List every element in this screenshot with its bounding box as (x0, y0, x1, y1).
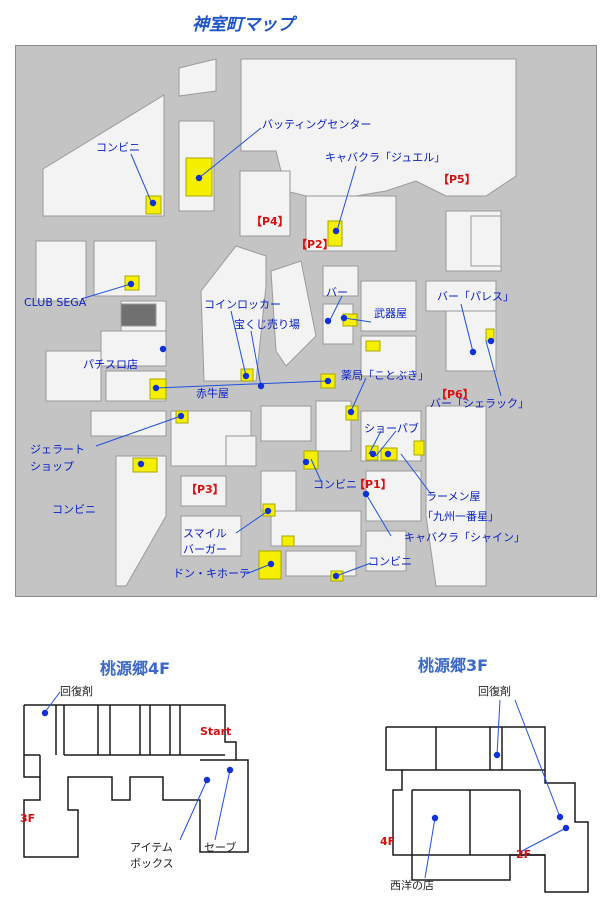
label-parking-p1: 【P1】 (354, 478, 392, 491)
building (315, 400, 352, 452)
building (470, 215, 502, 267)
building (115, 455, 167, 587)
building (200, 245, 267, 382)
kamurocho-map: バッティングセンター コンビニ キャバクラ「ジュエル」 【P5】 【P4】 【P… (15, 45, 597, 597)
tougen-3f-label-2f: 2F (516, 848, 532, 861)
label-conbini-2: コンビニ (52, 503, 96, 516)
tougen-4f-label-kaifuku: 回復剤 (60, 685, 93, 698)
label-akaushi: 赤牛屋 (196, 387, 229, 400)
tougen-3f-label-kaifuku: 回復剤 (478, 685, 511, 698)
kamurocho-map-graphics (35, 58, 517, 587)
building (45, 350, 102, 402)
label-batting-center: バッティングセンター (262, 118, 372, 131)
label-smile-line-1: スマイル (183, 527, 227, 540)
building (180, 515, 242, 557)
building (225, 435, 257, 467)
label-ramen-line-2: 「九州一番星」 (422, 510, 499, 523)
label-coin-locker: コインロッカー (204, 298, 281, 311)
building (425, 405, 487, 587)
label-parking-p4: 【P4】 (251, 215, 289, 228)
label-bar: バー (326, 286, 348, 299)
building (360, 280, 417, 332)
building (285, 550, 357, 577)
label-showpub: ショーパブ (364, 422, 419, 435)
building (90, 410, 167, 437)
tougen-4f-label-save: セーブ (204, 841, 237, 854)
label-gelato-line-1: ジェラート (30, 443, 85, 456)
shop-batting (185, 157, 213, 197)
building (365, 530, 407, 572)
label-pachislot: パチスロ店 (83, 358, 138, 371)
tougen-4f-label-start: Start (200, 725, 232, 738)
label-gelato-line-2: ショップ (30, 460, 74, 473)
label-parking-p2: 【P2】 (296, 238, 334, 251)
label-ramen-line-1: ラーメン屋 (426, 490, 481, 503)
tougen-4f-label-item-box-2: ボックス (130, 857, 174, 870)
tougen-3f-label-seiyou: 西洋の店 (390, 879, 434, 892)
tougen-3f-label-4f: 4F (380, 835, 396, 848)
label-bar-chelaque: バー「シェラック」 (430, 397, 529, 410)
shop-showpub-2 (413, 440, 425, 456)
label-conbini-1: コンビニ (96, 141, 140, 154)
tougen-3f-title: 桃源郷3F (418, 656, 489, 675)
label-parking-p5: 【P5】 (438, 173, 476, 186)
tougen-4f-title: 桃源郷4F (100, 659, 171, 678)
shop-donki-2 (281, 535, 295, 547)
label-kyabakura-jewel: キャバクラ「ジュエル」 (325, 151, 446, 164)
label-conbini-4: コンビニ (368, 555, 412, 568)
building (35, 240, 87, 302)
label-takarakuji: 宝くじ売り場 (234, 318, 300, 331)
building (42, 94, 165, 217)
label-conbini-3: コンビニ (313, 478, 357, 491)
dark-building (120, 303, 157, 327)
shop-yakkyoku-2 (365, 340, 381, 352)
label-parking-p6: 【P6】 (436, 388, 474, 401)
label-parking-p3: 【P3】 (186, 483, 224, 496)
label-club-sega: CLUB SEGA (24, 296, 87, 309)
building (270, 260, 317, 367)
building (240, 58, 517, 202)
building (260, 405, 312, 442)
tougen-4f-label-3f: 3F (20, 812, 36, 825)
tougen-4f-label-item-box-1: アイテム (130, 841, 173, 854)
building (239, 170, 291, 237)
label-smile-line-2: バーガー (183, 543, 227, 556)
city-blocks (35, 58, 517, 587)
label-yakkyoku: 薬局「ことぶき」 (341, 369, 429, 382)
building (305, 195, 397, 252)
kamuro-map-title: 神室町マップ (192, 15, 294, 35)
label-donki: ドン・キホーテ (173, 567, 250, 580)
building (365, 470, 422, 522)
label-bar-palace: バー「パレス」 (437, 290, 514, 303)
building (180, 475, 227, 507)
label-kyabakura-shine: キャバクラ「シャイン」 (404, 531, 525, 544)
location-markers (127, 174, 495, 580)
shop-conbini-2 (132, 457, 158, 473)
building (322, 265, 359, 297)
label-buki: 武器屋 (374, 307, 407, 320)
building (178, 58, 217, 97)
